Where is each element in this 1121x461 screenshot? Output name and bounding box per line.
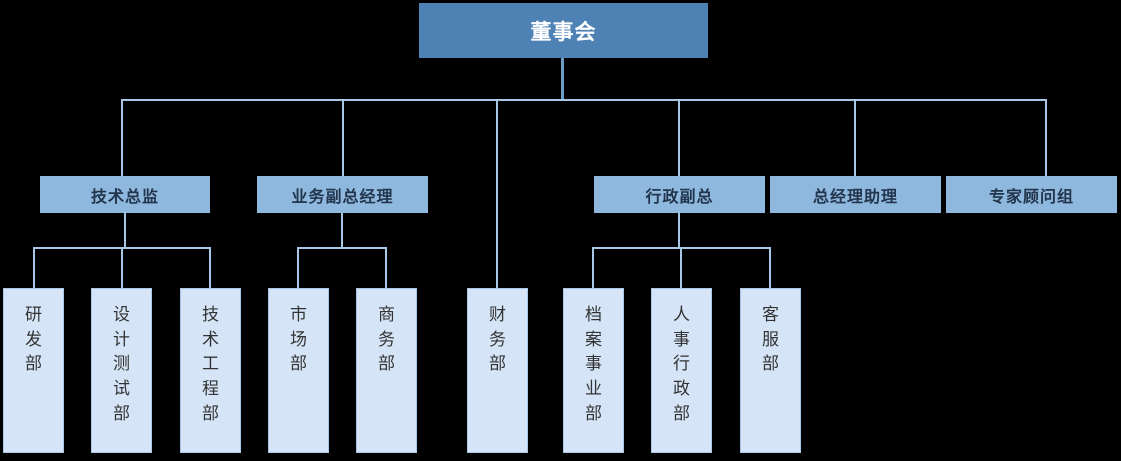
node-design-test-dept[interactable]: 设计测试部	[91, 288, 152, 453]
node-label: 市场部	[290, 305, 307, 374]
node-label: 行政副总	[645, 188, 714, 206]
node-gm-assistant[interactable]: 总经理助理	[770, 176, 941, 213]
node-label: 客服部	[762, 305, 779, 374]
node-label: 技术总监	[90, 188, 159, 206]
connector-drop-expert-group	[1045, 99, 1047, 177]
node-archive-dept[interactable]: 档案事业部	[563, 288, 624, 453]
connector-drop-market-dept	[297, 247, 299, 288]
node-hr-admin-dept[interactable]: 人事行政部	[651, 288, 712, 453]
connector-drop-design-test-dept	[121, 247, 123, 288]
node-label: 董事会	[530, 20, 597, 44]
connector-drop-gm-assistant	[854, 99, 856, 177]
node-label: 技术工程部	[202, 305, 219, 423]
connector-drop-tech-eng-dept	[209, 247, 211, 288]
node-business-vp[interactable]: 业务副总经理	[257, 176, 428, 213]
connector-stem-admin-vp	[678, 212, 680, 248]
node-label: 研发部	[25, 305, 42, 374]
connector-drop-business-vp	[342, 99, 344, 177]
connector-root-stem	[561, 58, 564, 101]
node-label: 专家顾问组	[988, 188, 1074, 206]
connector-stem-business-vp	[341, 212, 343, 248]
node-label: 业务副总经理	[291, 188, 394, 206]
connector-drop-archive-dept	[592, 247, 594, 288]
connector-drop-rd-dept	[33, 247, 35, 288]
node-label: 设计测试部	[113, 305, 130, 423]
connector-drop-finance-dept	[496, 99, 498, 288]
connector-drop-service-dept	[769, 247, 771, 288]
node-expert-group[interactable]: 专家顾问组	[946, 176, 1117, 213]
node-service-dept[interactable]: 客服部	[740, 288, 801, 453]
node-tech-director[interactable]: 技术总监	[40, 176, 210, 213]
connector-stem-tech-director	[124, 212, 126, 248]
node-label: 档案事业部	[585, 305, 602, 423]
connector-main-bus	[121, 99, 1047, 101]
connector-drop-admin-vp	[678, 99, 680, 177]
node-market-dept[interactable]: 市场部	[268, 288, 329, 453]
node-rd-dept[interactable]: 研发部	[3, 288, 64, 453]
node-tech-eng-dept[interactable]: 技术工程部	[180, 288, 241, 453]
node-label: 商务部	[378, 305, 395, 374]
node-finance-dept[interactable]: 财务部	[467, 288, 528, 453]
node-root-board[interactable]: 董事会	[419, 3, 708, 58]
connector-bus-business-vp	[297, 247, 387, 249]
node-label: 财务部	[489, 305, 506, 374]
connector-drop-hr-admin-dept	[680, 247, 682, 288]
node-label: 总经理助理	[812, 188, 898, 206]
node-label: 人事行政部	[673, 305, 690, 423]
node-business-dept[interactable]: 商务部	[356, 288, 417, 453]
node-admin-vp[interactable]: 行政副总	[594, 176, 765, 213]
connector-drop-business-dept	[385, 247, 387, 288]
connector-drop-tech-director	[121, 99, 123, 177]
